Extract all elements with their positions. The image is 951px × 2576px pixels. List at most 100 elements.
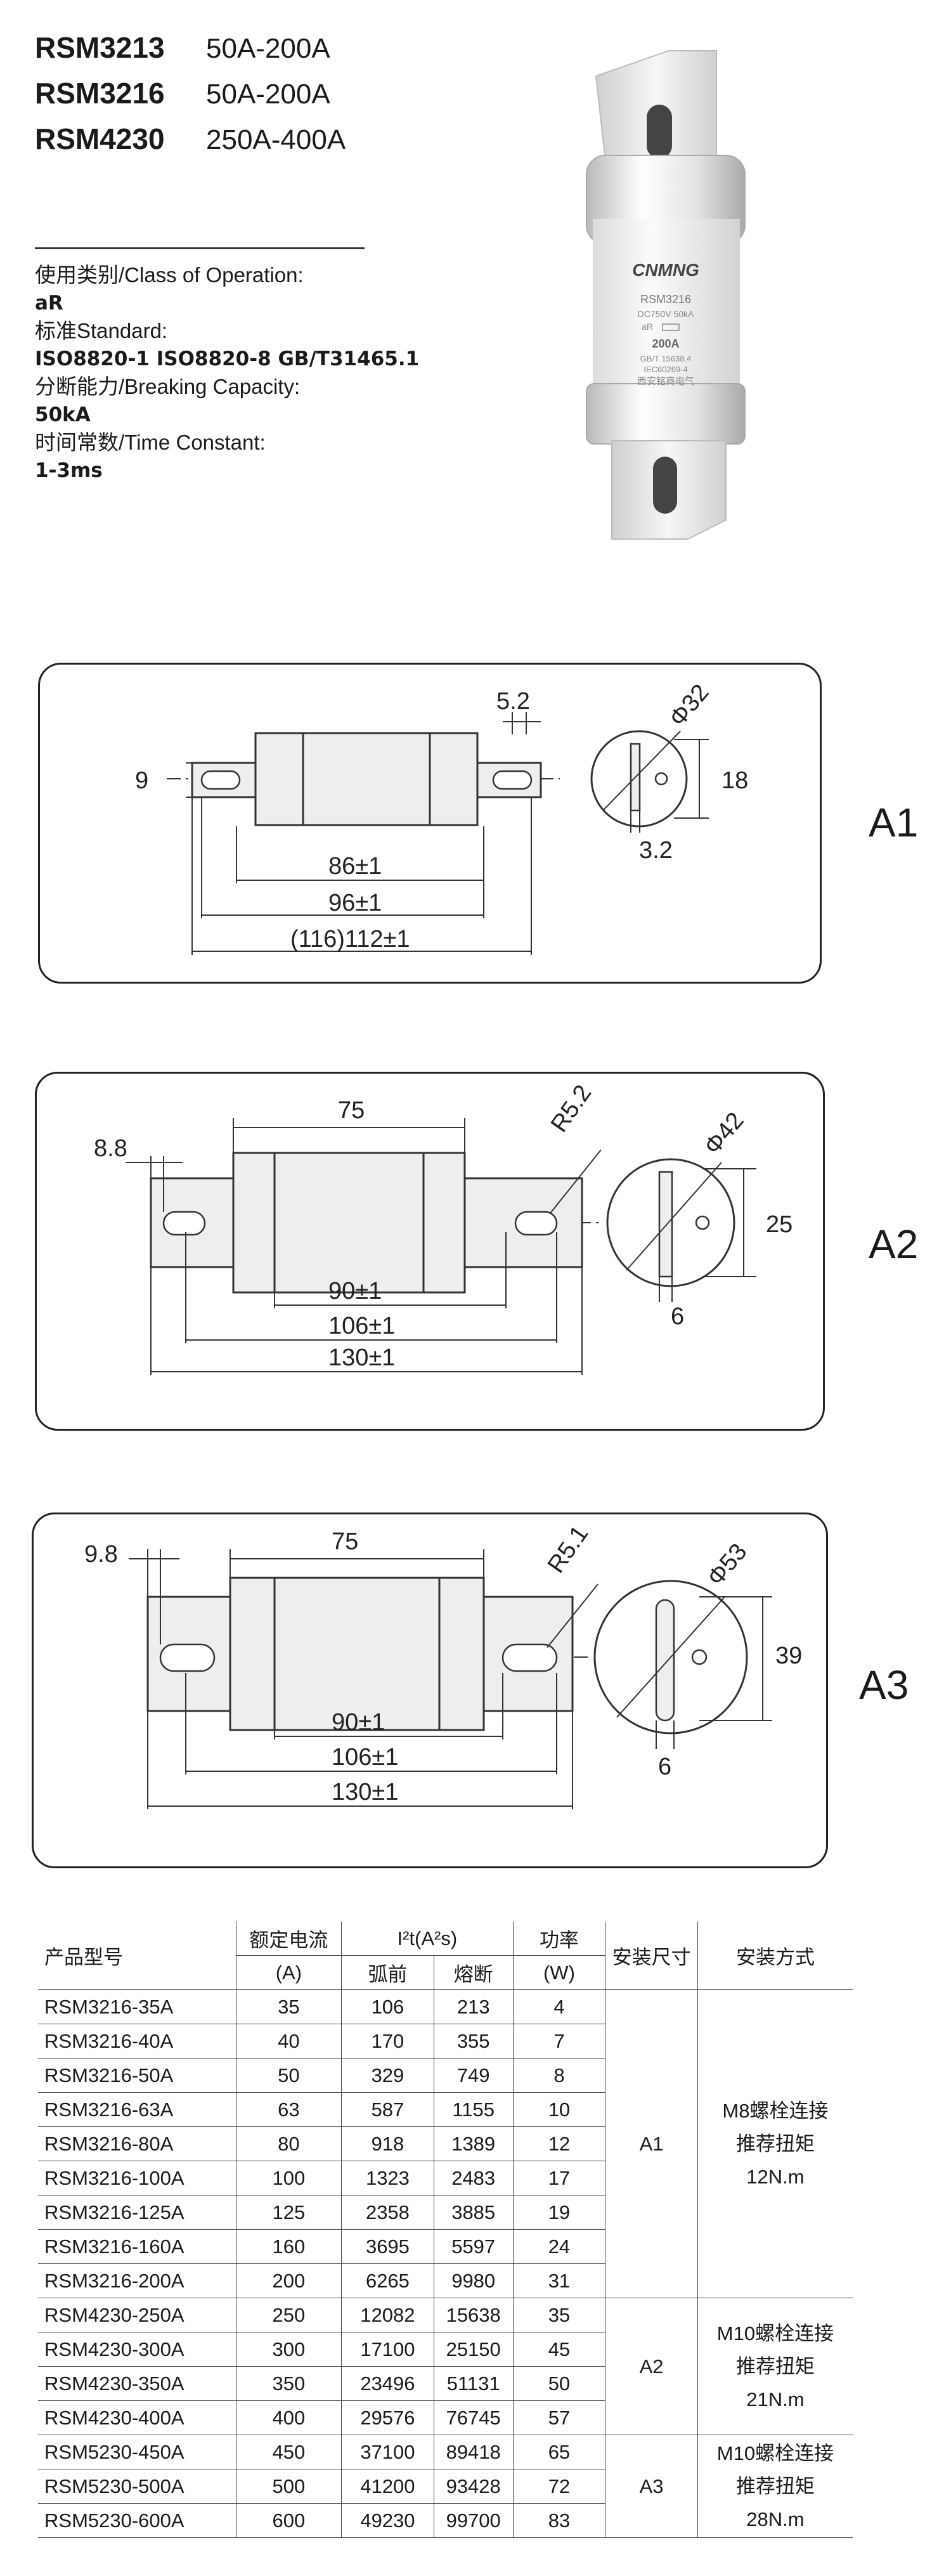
cell-power: 24	[512, 2229, 605, 2264]
cell-model: RSM3216-100A	[38, 2161, 236, 2195]
dim-diameter: Φ42	[699, 1107, 749, 1160]
th-mount-size: 安装尺寸	[605, 1922, 698, 1990]
cell-model: RSM5230-600A	[38, 2503, 236, 2538]
cell-melting: 76745	[433, 2400, 514, 2435]
cell-power: 57	[512, 2400, 605, 2435]
dim-l1: 90±1	[332, 1709, 385, 1736]
cell-pre-arc: 23496	[341, 2366, 434, 2401]
cell-power: 4	[512, 1989, 605, 2024]
cell-current: 35	[235, 1989, 342, 2024]
cell-pre-arc: 1323	[341, 2161, 434, 2195]
drawing-panel-a1: 9 5.2 86±1 96±1 (116)112±1 Φ32 18 3.2	[38, 663, 822, 984]
cell-pre-arc: 6265	[341, 2263, 434, 2298]
spec-time-value: 1-3ms	[35, 459, 103, 482]
cell-power: 35	[512, 2298, 605, 2332]
mount-method-line3: 12N.m	[746, 2165, 805, 2188]
dim-top: 75	[332, 1528, 358, 1555]
cell-current: 250	[235, 2298, 342, 2332]
th-power: 功率	[512, 1922, 605, 1956]
dim-top: 75	[338, 1097, 365, 1124]
cell-melting: 9980	[433, 2263, 514, 2298]
cell-pre-arc: 918	[341, 2126, 434, 2161]
cell-current: 400	[235, 2400, 342, 2435]
dim-l1: 86±1	[328, 853, 382, 880]
dim-tab: 8.8	[94, 1135, 127, 1162]
cell-melting: 2483	[433, 2161, 514, 2195]
dim-thickness: 6	[658, 1753, 671, 1780]
label-std1: GB/T 15638.4	[640, 354, 692, 363]
mount-method-line1: M8螺栓连接	[722, 2099, 829, 2122]
dim-tab: 9.8	[84, 1541, 118, 1568]
cell-power: 8	[512, 2058, 605, 2093]
cell-melting: 213	[433, 1989, 514, 2024]
cell-pre-arc: 329	[341, 2058, 434, 2093]
mount-method-line2: 推荐扭矩	[735, 2132, 815, 2155]
cell-pre-arc: 106	[341, 1989, 434, 2024]
cell-pre-arc: 170	[341, 2024, 434, 2059]
cell-current: 63	[235, 2092, 342, 2127]
drawing-type-label-a2: A2	[869, 1221, 919, 1267]
cell-power: 10	[512, 2092, 605, 2127]
drawing-panel-a3: 75 9.8 R5.1 90±1 106±1 130±1 Φ53 39 6	[32, 1512, 828, 1868]
drawing-a1: 9 5.2 86±1 96±1 (116)112±1 Φ32 18 3.2	[135, 679, 748, 955]
th-model: 产品型号	[38, 1922, 236, 1990]
cell-melting: 355	[433, 2024, 514, 2059]
cell-melting: 89418	[433, 2435, 514, 2469]
cell-current: 50	[235, 2058, 342, 2093]
dim-l1: 90±1	[328, 1278, 382, 1304]
cell-power: 31	[512, 2263, 605, 2298]
dim-width: 39	[775, 1643, 802, 1669]
spec-standard-label: 标准Standard:	[35, 319, 168, 342]
cell-mount-size: A2	[605, 2298, 698, 2435]
cell-power: 19	[512, 2195, 605, 2230]
drawing-a3: 75 9.8 R5.1 90±1 106±1 130±1 Φ53 39 6	[84, 1521, 802, 1809]
cell-model: RSM4230-400A	[38, 2400, 236, 2435]
cell-mount-size: A3	[605, 2435, 698, 2538]
spec-breaking-value: 50kA	[35, 403, 91, 426]
fuse-product-photo: CNMNG RSM3216 DC750V 50kA aR 200A GB/T 1…	[586, 50, 746, 540]
mount-method-line1: M10螺栓连接	[716, 2322, 834, 2345]
th-mount-method: 安装方式	[697, 1922, 853, 1990]
cell-mount-method: M8螺栓连接推荐扭矩 12N.m	[697, 1989, 853, 2298]
label-model: RSM3216	[640, 293, 691, 306]
label-current: 200A	[652, 337, 679, 350]
cell-model: RSM3216-50A	[38, 2058, 236, 2093]
spec-table: 产品型号 额定电流 I²t(A²s) 功率 安装尺寸 安装方式 (A) 弧前 熔…	[38, 1922, 853, 2538]
cell-current: 125	[235, 2195, 342, 2230]
cell-melting: 51131	[433, 2366, 514, 2401]
label-brand: CNMNG	[632, 260, 699, 280]
cell-model: RSM5230-500A	[38, 2469, 236, 2504]
dim-width: 18	[721, 767, 748, 794]
cell-melting: 1155	[433, 2092, 514, 2127]
dim-l2: 96±1	[328, 890, 382, 916]
cell-power: 50	[512, 2366, 605, 2401]
cell-current: 450	[235, 2435, 342, 2469]
model-range: 50A-200A	[206, 33, 330, 64]
cell-model: RSM3216-63A	[38, 2092, 236, 2127]
th-i2t: I²t(A²s)	[341, 1922, 514, 1956]
header-divider	[35, 247, 365, 249]
cell-current: 350	[235, 2366, 342, 2401]
cell-pre-arc: 49230	[341, 2503, 434, 2538]
cell-current: 100	[235, 2161, 342, 2195]
cell-model: RSM3216-160A	[38, 2229, 236, 2264]
dim-l2: 106±1	[328, 1313, 395, 1339]
mount-method-line3: 21N.m	[746, 2388, 805, 2410]
cell-model: RSM4230-300A	[38, 2332, 236, 2367]
cell-pre-arc: 3695	[341, 2229, 434, 2264]
cell-current: 40	[235, 2024, 342, 2059]
